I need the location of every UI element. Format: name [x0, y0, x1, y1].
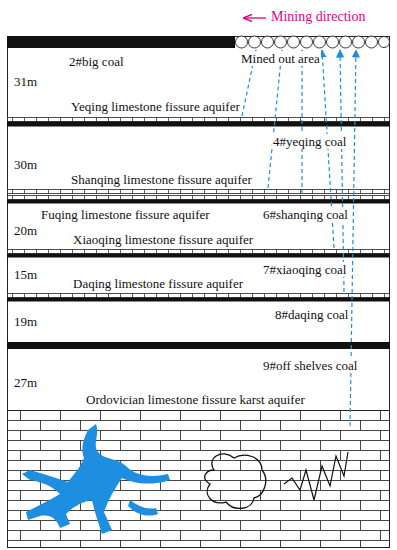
- cave-outline: [205, 454, 266, 508]
- thickness-label: 27m: [13, 375, 38, 390]
- seam-label: 9#off shelves coal: [262, 358, 358, 373]
- goaf-circles: [236, 36, 390, 48]
- thickness-label: 20m: [13, 223, 38, 238]
- area-label: Mined out area: [240, 51, 321, 66]
- direction-arrow: [244, 17, 266, 18]
- thickness-label: 15m: [13, 267, 38, 282]
- aquifer-label: Yeqing limestone fissure aquifer: [70, 99, 241, 114]
- aquifer-label: Ordovician limestone fissure karst aquif…: [85, 392, 306, 407]
- seam-label: 6#shanqing coal: [262, 207, 349, 222]
- aquifer-label: Fuqing limestone fissure aquifer: [40, 207, 211, 222]
- seam-label: 2#big coal: [68, 54, 125, 69]
- fracture-line: [284, 452, 348, 500]
- seam-label: 7#xiaoqing coal: [262, 262, 347, 277]
- karst-cave: [22, 424, 170, 534]
- thickness-label: 31m: [13, 74, 38, 89]
- coal-seam: [7, 36, 235, 48]
- aquifer-label: Xiaoqing limestone fissure aquifer: [72, 232, 254, 247]
- thickness-label: 30m: [13, 157, 38, 172]
- section-frame: [8, 37, 390, 548]
- direction-label: Mining direction: [270, 9, 367, 25]
- aquifer-label: Shanqing limestone fissure aquifer: [70, 172, 253, 187]
- thickness-label: 19m: [13, 314, 38, 329]
- aquifer-label: Daqing limestone fissure aquifer: [72, 276, 244, 291]
- seam-label: 4#yeqing coal: [272, 134, 347, 149]
- limestone-floor: [8, 411, 390, 548]
- karst-cave: [128, 500, 158, 516]
- seam-label: 8#daqing coal: [274, 307, 349, 322]
